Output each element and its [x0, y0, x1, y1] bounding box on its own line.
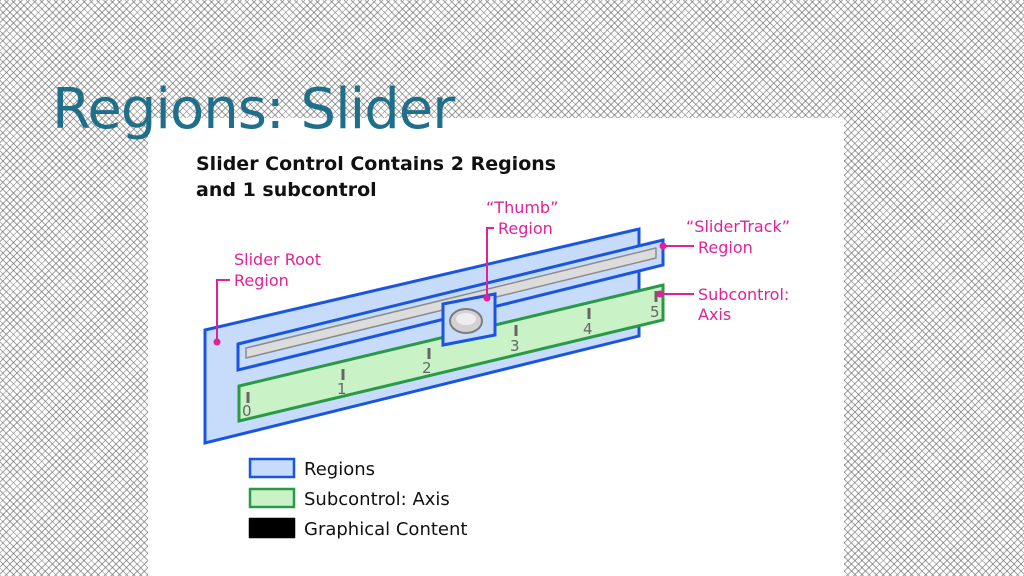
subcontrol-callout-line2: Axis: [698, 305, 731, 324]
subcontrol-callout-dot: [656, 290, 664, 298]
legend-label-regions: Regions: [304, 459, 375, 480]
axis-tick-label-2: 2: [422, 359, 432, 377]
axis-tick-label-4: 4: [583, 320, 593, 338]
thumb-callout-dot: [483, 294, 491, 302]
axis-subcontrol: [237, 283, 665, 423]
diagram-heading-line1: Slider Control Contains 2 Regions: [196, 153, 556, 175]
slider-track-callout-line2: Region: [698, 238, 753, 257]
slider-track-callout-dot: [659, 242, 667, 250]
slider-root-callout-dot: [213, 338, 221, 346]
legend: Regions Subcontrol: Axis Graphical Conte…: [248, 457, 467, 540]
subcontrol-callout-line1: Subcontrol:: [698, 285, 789, 304]
axis-ticks: [246, 291, 658, 403]
legend-swatch-regions: [248, 457, 296, 479]
legend-swatch-graphical: [248, 517, 296, 539]
legend-label-axis: Subcontrol: Axis: [304, 489, 450, 510]
slider-regions-diagram: Slider Control Contains 2 Regions and 1 …: [196, 153, 790, 540]
thumb-callout-leader: [486, 227, 494, 298]
slider-root-callout-line2: Region: [234, 271, 289, 290]
slider-track-callout-line1: “SliderTrack”: [686, 217, 790, 236]
slider-root-callout-leader: [216, 279, 230, 342]
slider-root-callout-line1: Slider Root: [234, 250, 321, 269]
thumb-callout-line2: Region: [498, 219, 553, 238]
thumb-graphic-highlight: [456, 313, 476, 325]
axis-tick-label-5: 5: [650, 303, 660, 321]
thumb-callout-line1: “Thumb”: [486, 198, 558, 217]
legend-label-graphical: Graphical Content: [304, 519, 467, 540]
slide-title: Regions: Slider: [52, 77, 455, 142]
diagram-panel: Slider Control Contains 2 Regions and 1 …: [148, 118, 844, 576]
axis-tick-label-3: 3: [510, 337, 520, 355]
diagram-heading-line2: and 1 subcontrol: [196, 179, 377, 201]
axis-tick-label-1: 1: [337, 380, 347, 398]
legend-swatch-axis: [248, 487, 296, 509]
axis-tick-label-0: 0: [242, 402, 252, 420]
